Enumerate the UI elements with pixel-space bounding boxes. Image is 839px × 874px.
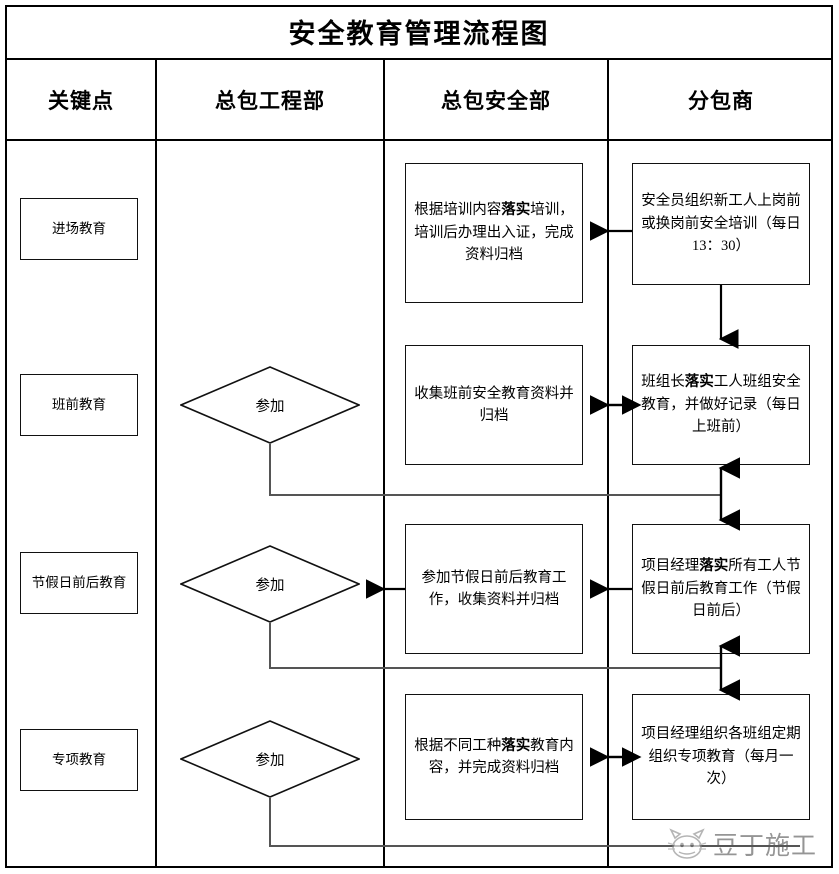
watermark: 豆丁施工 [666,822,830,866]
key-point-box-2: 班前教育 [20,374,138,436]
subcontractor-process-text-4: 项目经理组织各班组定期组织专项教育（每月一次） [641,723,801,790]
subcontractor-process-box-4: 项目经理组织各班组定期组织专项教育（每月一次） [632,694,810,820]
subcontractor-process-box-3: 项目经理落实所有工人节假日前后教育工作（节假日前后） [632,524,810,654]
text-post: 工人班组安全教育，并做好记录（每日上班前） [641,374,801,436]
safety-process-text-3: 参加节假日前后教育工作，收集资料并归档 [414,567,574,612]
safety-process-box-3: 参加节假日前后教育工作，收集资料并归档 [405,524,583,654]
decision-label-3: 参加 [255,577,285,594]
text-bold: 落实 [501,737,531,754]
column-divider-2 [383,58,385,868]
text-bold: 落实 [699,558,729,575]
subcontractor-process-box-2: 班组长落实工人班组安全教育，并做好记录（每日上班前） [632,345,810,465]
text-post: 所有工人节假日前后教育工作（节假日前后） [641,558,801,620]
chart-title-band: 安全教育管理流程图 [5,5,833,58]
text-bold: 落实 [501,202,531,219]
safety-process-text-1: 根据培训内容落实培训，培训后办理出入证，完成资料归档 [414,199,574,266]
decision-diamond-2: 参加 [180,366,360,444]
text-pre: 安全员组织新工人上岗前或换岗前安全培训（每日13：30） [641,193,801,255]
text-pre: 项目经理 [641,558,700,575]
text-post: 教育内容，并完成资料归档 [428,737,574,776]
text-pre: 根据不同工种 [414,737,502,754]
key-point-label-3: 节假日前后教育 [31,574,127,590]
watermark-text: 豆丁施工 [713,833,818,860]
subcontractor-process-text-1: 安全员组织新工人上岗前或换岗前安全培训（每日13：30） [641,190,801,257]
safety-process-text-4: 根据不同工种落实教育内容，并完成资料归档 [414,735,574,780]
diamond-shape-icon [180,366,360,444]
key-point-box-1: 进场教育 [20,198,138,260]
safety-process-text-2: 收集班前安全教育资料并归档 [414,383,574,428]
subcontractor-process-box-1: 安全员组织新工人上岗前或换岗前安全培训（每日13：30） [632,163,810,285]
text-post: 培训，培训后办理出入证，完成资料归档 [414,202,574,264]
diamond-shape-icon [180,720,360,798]
header-divider-rule [5,139,833,141]
key-point-label-2: 班前教育 [52,396,106,412]
safety-process-box-4: 根据不同工种落实教育内容，并完成资料归档 [405,694,583,820]
column-header-subcontractor: 分包商 [688,88,754,113]
text-pre: 参加节假日前后教育工作，收集资料并归档 [421,569,567,608]
column-divider-1 [155,58,157,868]
text-pre: 根据培训内容 [414,202,502,219]
decision-label-2: 参加 [255,398,285,415]
text-bold: 落实 [684,374,714,391]
safety-process-box-2: 收集班前安全教育资料并归档 [405,345,583,465]
decision-diamond-4: 参加 [180,720,360,798]
key-point-label-4: 专项教育 [52,751,106,767]
column-header-eng-dept: 总包工程部 [215,88,325,113]
column-header-key-point: 关键点 [48,88,114,113]
text-pre: 项目经理组织各班组定期组织专项教育（每月一次） [641,726,801,788]
subcontractor-process-text-2: 班组长落实工人班组安全教育，并做好记录（每日上班前） [641,371,801,438]
column-header-safety-dept: 总包安全部 [441,88,551,113]
diamond-shape-icon [180,545,360,623]
text-pre: 班组长 [641,374,685,391]
safety-process-box-1: 根据培训内容落实培训，培训后办理出入证，完成资料归档 [405,163,583,303]
text-pre: 收集班前安全教育资料并归档 [414,385,574,424]
title-divider-rule [5,58,833,60]
decision-label-4: 参加 [255,752,285,769]
table-outer-frame [5,5,833,868]
cat-mascot-icon [667,828,707,859]
column-divider-3 [607,58,609,868]
key-point-label-1: 进场教育 [52,220,106,236]
key-point-box-4: 专项教育 [20,729,138,791]
decision-diamond-3: 参加 [180,545,360,623]
key-point-box-3: 节假日前后教育 [20,552,138,614]
page-title: 安全教育管理流程图 [288,19,550,49]
subcontractor-process-text-3: 项目经理落实所有工人节假日前后教育工作（节假日前后） [641,555,801,622]
